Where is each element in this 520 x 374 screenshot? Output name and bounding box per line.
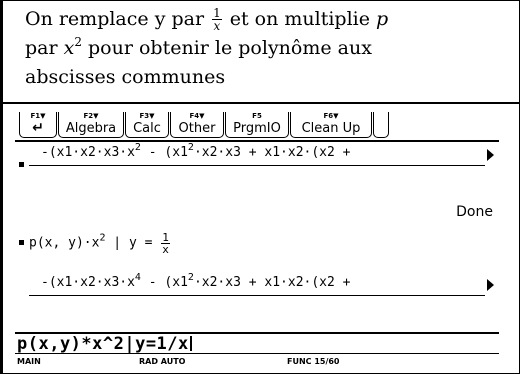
text-cursor [189,336,192,351]
status-mode: MAIN [17,357,41,366]
function-toolbar: F1▼ ↵ F2▼ Algebra F3▼ Calc F4▼ Other F5 … [19,112,390,140]
toolbar-label: Clean Up [301,121,361,136]
toolbar-f3-calc[interactable]: F3▼ Calc [125,112,169,138]
entry-line[interactable]: p(x,y)*x^2|y=1/x [15,332,499,354]
expr-part: - (x1 [140,145,188,160]
toolbar-f5-prgmio[interactable]: F5 PrgmIO [225,112,289,138]
expr-exponent: 2 [187,142,194,153]
toolbar-end-tab [373,112,389,138]
expr-part: -(x1·x2·x3·x [41,145,135,160]
toolbar-label: Other [178,121,216,136]
fkey-label: F6▼ [323,112,339,120]
fraction-numerator: 1 [161,231,170,244]
caption-line-3: abscisses communes [25,66,226,88]
fkey-label: F1▼ [30,112,46,120]
caption-text-part: par [25,37,64,59]
fkey-label: F4▼ [189,112,205,120]
fkey-label: F2▼ [83,112,99,120]
result-underline [29,165,485,166]
history-result-2[interactable]: -(x1·x2·x3·x4 - (x12·x2·x3 + x1·x2·(x2 + [41,272,351,291]
expr-part: | y = [105,235,161,251]
history-bullet [19,240,24,245]
entry-line-text: p(x,y)*x^2|y=1/x [17,335,192,353]
expr-exponent: 2 [99,232,106,244]
caption-text-part: On remplace y par [25,8,211,30]
expr-part: - (x1 [140,275,188,290]
status-func-count: FUNC 15/60 [287,357,340,366]
fraction-numerator: 1 [212,6,222,21]
expr-part: -(x1·x2·x3·x [41,275,135,290]
toolbar-label: Calc [133,121,161,136]
history-bullet [19,162,24,167]
caption-divider [1,102,519,104]
left-border [1,1,3,373]
caption-var-p: p [376,8,389,30]
fraction-denominator: x [162,243,169,256]
entry-value: p(x,y)*x^2|y=1/x [17,334,189,354]
caption-text-part: pour obtenir le polynôme aux [81,37,372,59]
toolbar-f1-tools[interactable]: F1▼ ↵ [19,112,57,138]
expr-exponent: 2 [187,272,194,283]
result-underline [29,295,485,296]
caption-var-x: x [63,37,75,59]
calculator-screen: F1▼ ↵ F2▼ Algebra F3▼ Calc F4▼ Other F5 … [1,104,519,373]
history-result-1[interactable]: -(x1·x2·x3·x2 - (x12·x2·x3 + x1·x2·(x2 + [41,142,351,161]
toolbar-f2-algebra[interactable]: F2▼ Algebra [58,112,124,138]
caption-line-2: par x2 pour obtenir le polynôme aux [25,34,519,63]
return-arrow-icon: ↵ [32,120,44,136]
expr-exponent: 2 [134,142,141,153]
expr-exponent: 4 [134,272,141,283]
toolbar-label: Algebra [65,121,117,136]
toolbar-underline [15,140,499,142]
caption-exponent: 2 [74,35,82,49]
caption-text-part: et on multiplie [223,8,377,30]
scroll-right-arrow-icon [487,149,494,161]
scroll-right-arrow-icon [487,279,494,291]
fkey-label: F5 [252,112,262,120]
done-result: Done [456,204,493,220]
status-bar: MAIN RAD AUTO FUNC 15/60 [15,356,499,368]
expr-part: p(x, y)·x [29,235,100,251]
toolbar-f6-clean-up[interactable]: F6▼ Clean Up [290,112,372,138]
toolbar-f4-other[interactable]: F4▼ Other [170,112,224,138]
expr-part: ·x2·x3 + x1·x2·(x2 + [193,145,351,160]
toolbar-label: PrgmIO [233,121,281,136]
fraction-denominator: x [213,19,221,34]
fkey-label: F3▼ [139,112,155,120]
status-angle-mode: RAD AUTO [139,357,186,366]
expr-part: ·x2·x3 + x1·x2·(x2 + [193,275,351,290]
